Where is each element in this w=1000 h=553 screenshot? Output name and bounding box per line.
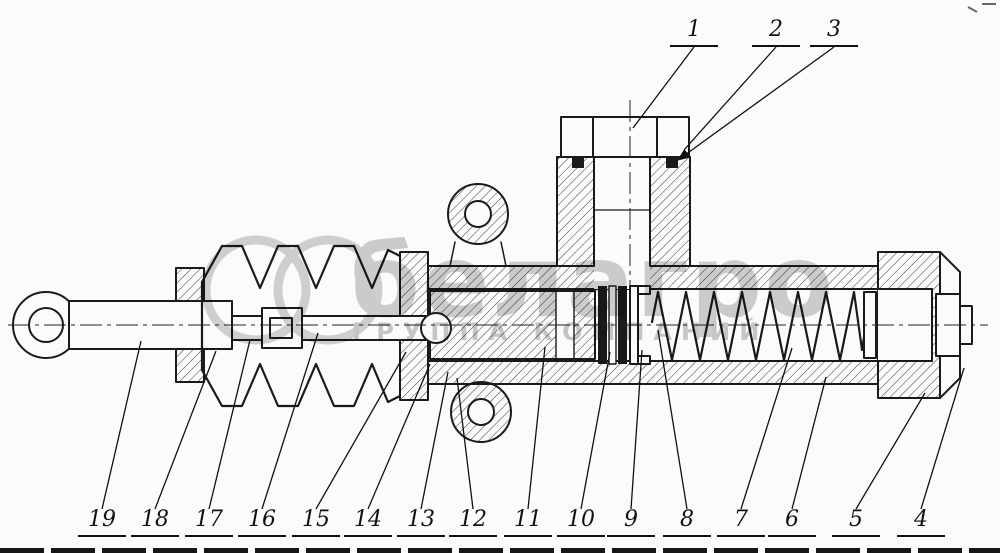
callout-19: 19: [78, 509, 126, 537]
callout-13: 13: [397, 509, 445, 537]
callout-8: 8: [663, 509, 711, 537]
watermark-subtitle: ГРУППА КОМПАНИЙ: [352, 317, 768, 346]
mounting-ear-bottom: [450, 381, 512, 443]
watermark-brand: белагро: [350, 223, 835, 340]
mounting-ear-top: [447, 183, 509, 267]
callout-16: 16: [238, 509, 286, 537]
watermark-rings: [201, 235, 383, 345]
callout-2: 2: [752, 19, 800, 47]
callout-10: 10: [557, 509, 605, 537]
callout-18: 18: [131, 509, 179, 537]
callout-12: 12: [449, 509, 497, 537]
callout-4: 4: [897, 509, 945, 537]
callout-14: 14: [344, 509, 392, 537]
callout-15: 15: [292, 509, 340, 537]
cylinder-body: [427, 265, 879, 385]
callout-7: 7: [717, 509, 765, 537]
callout-3: 3: [810, 19, 858, 47]
callout-11: 11: [504, 509, 552, 537]
corner-artifact: [967, 3, 996, 13]
callout-1: 1: [670, 19, 718, 47]
callout-17: 17: [185, 509, 233, 537]
callout-5: 5: [832, 509, 880, 537]
centerlines: [8, 100, 988, 326]
cap-seal-ring: [572, 157, 678, 168]
filler-cap: [560, 116, 690, 158]
callout-6: 6: [768, 509, 816, 537]
cropped-text-strip: [0, 548, 1000, 553]
watermark: белагро ГРУППА КОМПАНИЙ: [201, 223, 835, 346]
callout-9: 9: [607, 509, 655, 537]
leader-lines: [101, 46, 965, 510]
